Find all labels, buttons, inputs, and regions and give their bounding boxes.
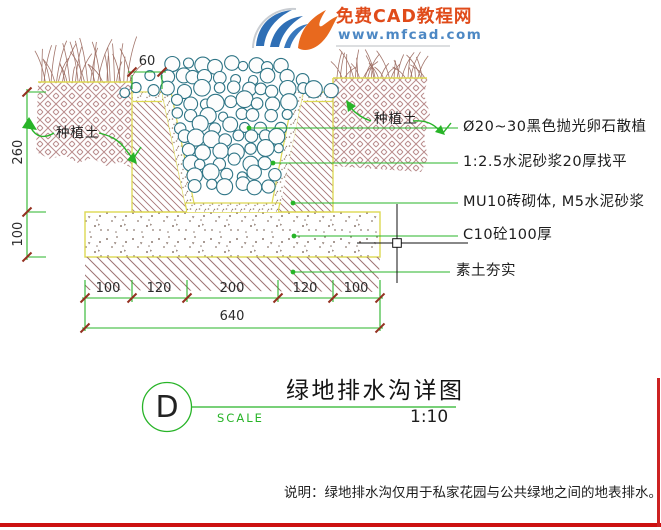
page-border: [0, 378, 661, 527]
drawing-note: 说明：绿地排水沟仅用于私家花园与公共绿地之间的地表排水。: [284, 485, 661, 501]
scale-value: 1:10: [410, 407, 449, 427]
dimension-ticks: [21, 66, 386, 334]
dim-bottom-1: 100: [95, 281, 121, 296]
scale-label: SCALE: [217, 411, 264, 425]
logo-site-url: www.mfcad.com: [338, 27, 483, 43]
leader-dots: [246, 125, 297, 275]
annotation-concrete: C10砼100厚: [463, 227, 553, 243]
annotation-pebbles: Ø20~30黑色抛光卵石散植: [463, 119, 647, 135]
annotation-mortar: 1:2.5水泥砂浆20厚找平: [463, 154, 628, 170]
dim-bottom-3: 200: [219, 281, 245, 296]
drawing-title: 绿地排水沟详图: [286, 378, 465, 404]
dim-bottom-total: 640: [219, 309, 245, 324]
dim-left-upper: 260: [10, 139, 26, 165]
annotation-compacted-soil: 素土夯实: [456, 263, 516, 279]
leader-arrows: [22, 100, 445, 164]
dim-bottom-5: 100: [343, 281, 369, 296]
planting-soil-hatch: [36, 78, 430, 172]
dim-bottom-4: 120: [292, 281, 318, 296]
concrete-footing: [84, 211, 381, 258]
dim-top-width: 60: [138, 54, 156, 69]
crosshair-cursor: [357, 204, 468, 283]
mfcad-logo-mark: [252, 7, 450, 50]
grass-hatch: [34, 36, 429, 83]
title-block-graphics: [141, 381, 456, 433]
logo-site-name: 免费CAD教程网: [336, 7, 473, 27]
dim-left-lower: 100: [10, 221, 26, 247]
detail-letter: D: [155, 390, 179, 425]
annotation-brick: MU10砖砌体, M5水泥砂浆: [463, 194, 645, 210]
pebble-fill: [119, 55, 339, 196]
dim-bottom-2: 120: [146, 281, 172, 296]
label-planting-soil-left: 种植土: [56, 125, 100, 141]
compacted-soil-hatch: [85, 257, 380, 292]
label-planting-soil-right: 种植土: [374, 111, 418, 127]
dimension-lines: [21, 66, 458, 334]
